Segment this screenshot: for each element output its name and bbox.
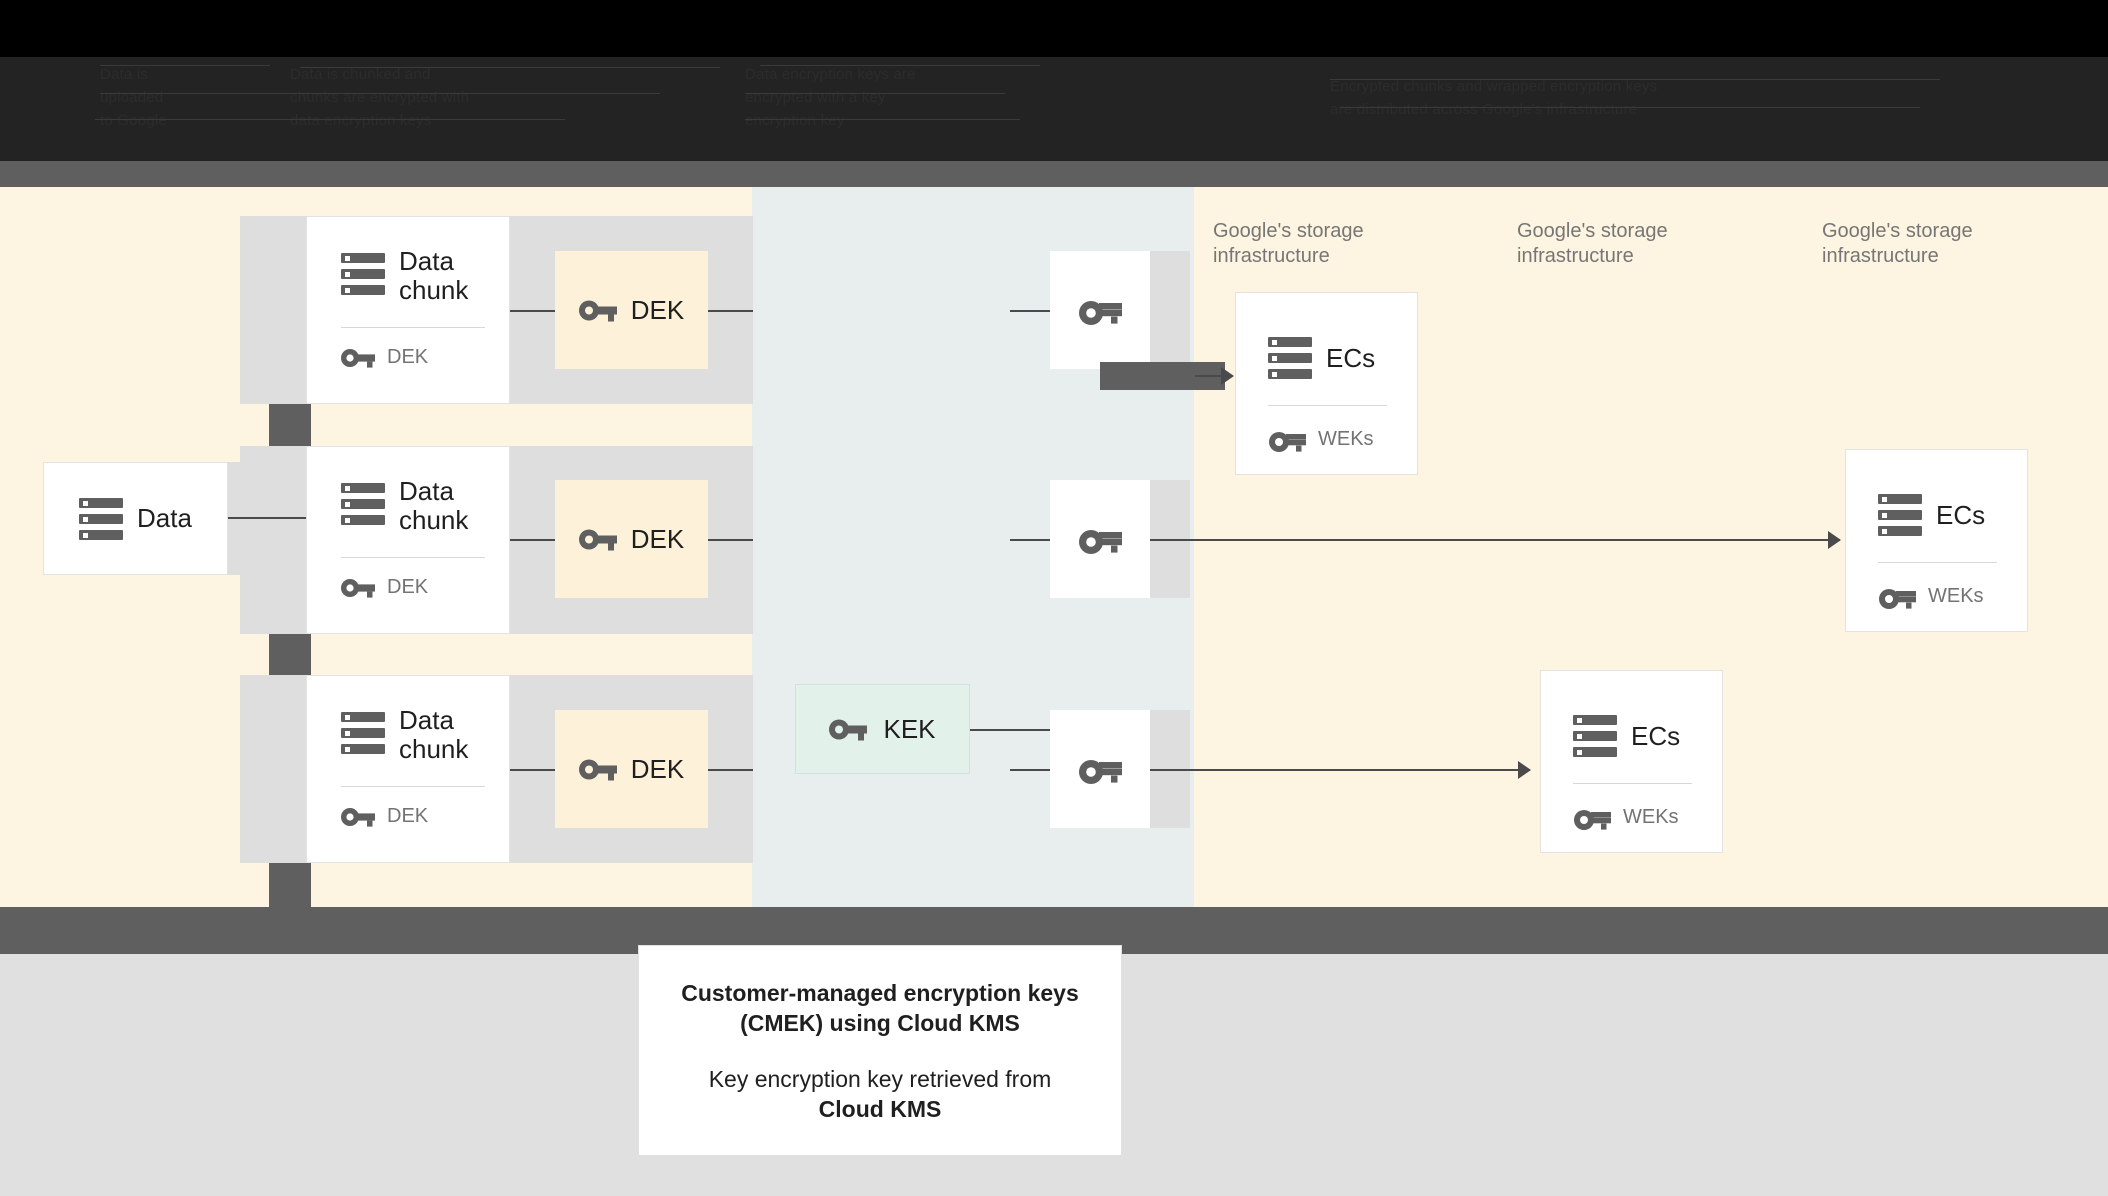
key-icon <box>1878 583 1916 610</box>
data-chunk-key-label: DEK <box>387 576 429 598</box>
connector-to-wrapped-key-2 <box>1010 539 1050 541</box>
key-icon <box>829 717 868 742</box>
server-stack-icon <box>1268 337 1312 379</box>
ec-card-key-label: WEKs <box>1928 585 1984 607</box>
data-chunk-title: Data chunk <box>399 246 469 305</box>
caption-bold-line-2: (CMEK) using Cloud KMS <box>740 1009 1020 1036</box>
wrapped-key-card-1[interactable] <box>1050 251 1150 369</box>
ec-card-title: ECs <box>1936 499 1986 530</box>
dek-box-1[interactable]: DEK <box>555 251 708 369</box>
connector-ec1-line <box>1195 375 1230 377</box>
key-icon <box>341 577 375 599</box>
key-icon <box>578 757 617 782</box>
connector-to-wrapped-key-1 <box>1010 310 1050 312</box>
server-stack-icon <box>79 497 123 540</box>
source-data-card[interactable]: Data <box>43 462 228 575</box>
connector-dek1-out <box>708 310 753 312</box>
connector-ec3-line <box>1150 769 1530 771</box>
data-chunk-key-label: DEK <box>387 805 429 827</box>
server-stack-icon <box>341 253 385 295</box>
dek-box-3[interactable]: DEK <box>555 710 708 828</box>
kek-box[interactable]: KEK <box>795 684 970 774</box>
caption-card: Customer-managed encryption keys (CMEK) … <box>638 945 1122 1156</box>
dek-box-label: DEK <box>630 523 685 554</box>
data-chunk-card-1[interactable]: Data chunk DEK <box>306 216 510 404</box>
key-icon <box>1078 753 1122 785</box>
dek-box-2[interactable]: DEK <box>555 480 708 598</box>
key-icon <box>1268 426 1306 453</box>
storage-caption-1: Google's storage infrastructure <box>1213 220 1364 267</box>
key-icon <box>578 527 617 552</box>
connector-chunk1-to-dek1 <box>510 310 555 312</box>
data-chunk-key-label: DEK <box>387 346 429 368</box>
arrow-to-ec-card-1 <box>1221 367 1234 385</box>
key-icon <box>1078 523 1122 555</box>
header-dark-band: Data is uploaded to Google Data is chunk… <box>0 57 2108 161</box>
connector-dek2-out <box>708 539 753 541</box>
connector-chunk3-to-dek3 <box>510 769 555 771</box>
data-chunk-title: Data chunk <box>399 476 469 535</box>
ec-card-title: ECs <box>1631 720 1681 751</box>
connector-ec2-line <box>1150 539 1840 541</box>
storage-caption-2: Google's storage infrastructure <box>1517 220 1668 267</box>
connector-kek-out <box>970 729 1050 731</box>
header-column-2-text: Data is chunked and chunks are encrypted… <box>290 66 470 129</box>
connector-to-wrapped-key-3 <box>1010 769 1050 771</box>
ec-card-2[interactable]: ECs WEKs <box>1845 449 2028 632</box>
key-icon <box>578 298 617 323</box>
caption-normal-line: Key encryption key retrieved from <box>708 1065 1052 1092</box>
server-stack-icon <box>1573 715 1617 757</box>
caption-bold-line-1: Customer-managed encryption keys <box>681 979 1079 1006</box>
server-stack-icon <box>341 483 385 525</box>
connector-source-to-bracket <box>228 517 318 519</box>
bottom-area: Customer-managed encryption keys (CMEK) … <box>0 945 2108 1196</box>
connector-chunk2-to-dek2 <box>510 539 555 541</box>
header-black-band <box>0 0 2108 57</box>
storage-caption-3: Google's storage infrastructure <box>1822 220 1973 267</box>
wrapped-key-card-2[interactable] <box>1050 480 1150 598</box>
ec-card-1[interactable]: ECs WEKs <box>1235 292 1418 475</box>
ec-card-3[interactable]: ECs WEKs <box>1540 670 1723 853</box>
caption-bold-line-3: Cloud KMS <box>818 1095 942 1122</box>
dek-box-label: DEK <box>630 294 685 325</box>
ec-card-key-label: WEKs <box>1623 806 1679 828</box>
source-data-label: Data <box>137 503 192 533</box>
key-icon <box>341 806 375 828</box>
data-chunk-card-3[interactable]: Data chunk DEK <box>306 675 510 863</box>
kek-box-label: KEK <box>883 713 936 744</box>
server-stack-icon <box>341 712 385 754</box>
key-icon <box>341 347 375 369</box>
dek-box-label: DEK <box>630 753 685 784</box>
arrow-to-ec-card-3 <box>1518 761 1531 779</box>
diagram-canvas: Data Data chunk DEK Data chunk <box>0 187 2108 955</box>
header-separator-band <box>0 161 2108 187</box>
data-chunk-card-2[interactable]: Data chunk DEK <box>306 446 510 634</box>
header-column-1-text: Data is uploaded to Google <box>100 66 167 129</box>
header-column-3-text: Data encryption keys are encrypted with … <box>745 66 916 129</box>
wrapped-key-card-3[interactable] <box>1050 710 1150 828</box>
ec-card-title: ECs <box>1326 342 1376 373</box>
key-icon <box>1573 804 1611 831</box>
server-stack-icon <box>1878 494 1922 536</box>
ec-card-key-label: WEKs <box>1318 428 1374 450</box>
arrow-to-ec-card-2 <box>1828 531 1841 549</box>
data-chunk-title: Data chunk <box>399 705 469 764</box>
connector-dek3-out <box>708 769 753 771</box>
header-column-4-text: Encrypted chunks and wrapped encryption … <box>1330 78 1658 118</box>
key-icon <box>1078 294 1122 326</box>
